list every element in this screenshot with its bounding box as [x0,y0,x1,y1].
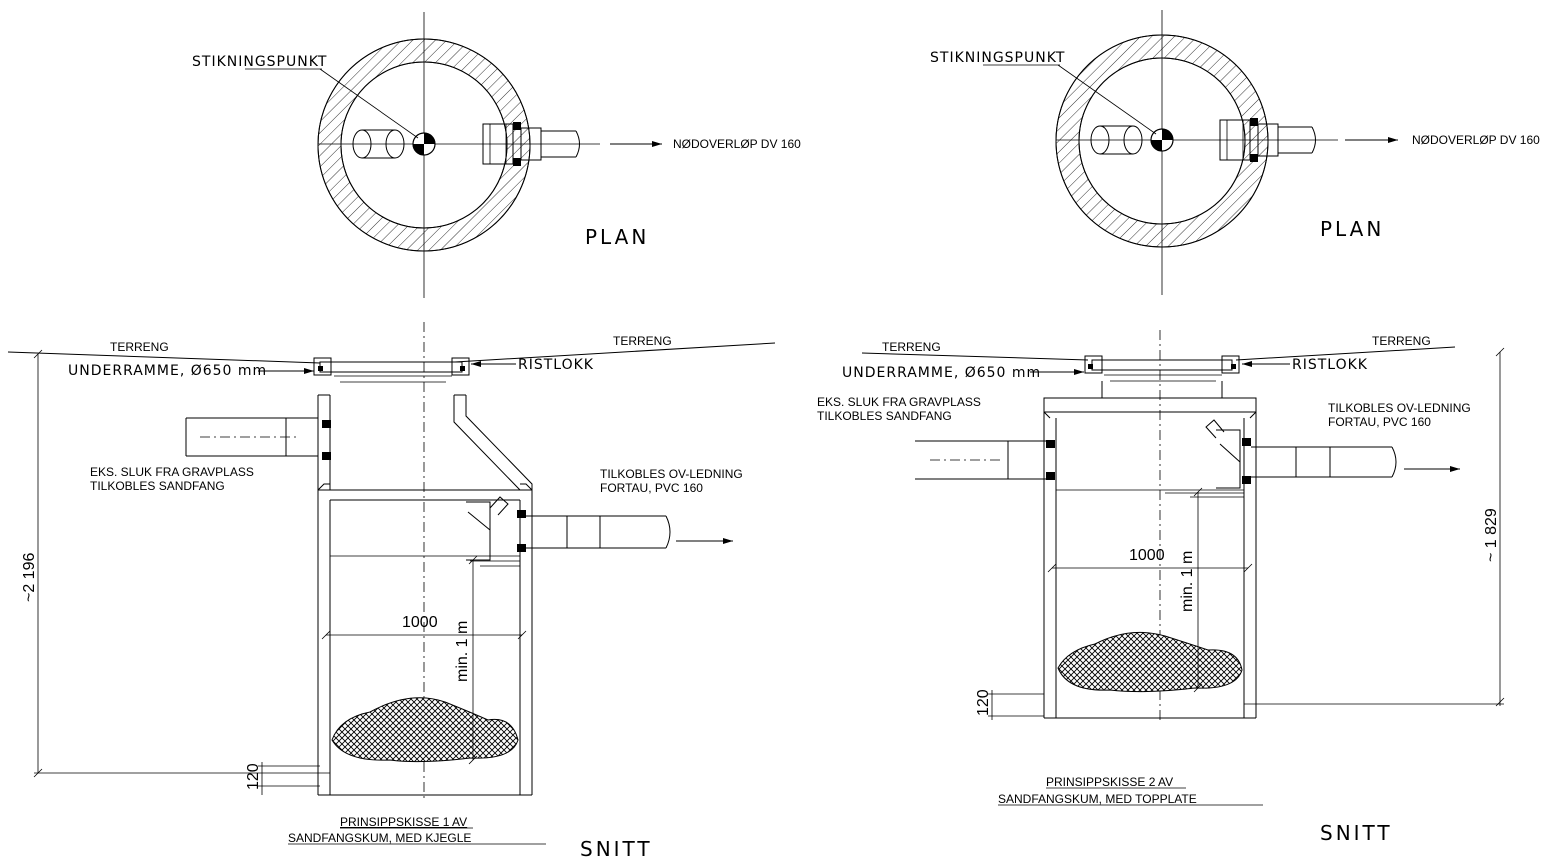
drawing-2: NØDOVERLØP DV 160 STIKNINGSPUNKT PLAN TE… [817,10,1540,845]
plan-view-label: PLAN [585,225,649,249]
section-view-label-2: SNITT [1320,821,1393,845]
dim-min-text: min. 1 m [454,621,471,682]
section2-inlet-pipe [915,440,1055,480]
survey-point-icon [1150,128,1174,152]
lower-ring-walls [317,489,533,796]
tilkobles-label-2: FORTAU, PVC 160 [600,481,703,495]
terrain-line-left [7,351,321,364]
drawing-1: NØDOVERLØP DV 160 STIKNINGSPUNKT PLAN TE… [7,12,801,859]
underramme-label-2: UNDERRAMME, Ø650 mm [842,365,1041,381]
terrain-line-right-2 [1235,346,1456,361]
ristlokk-label: RISTLOKK [518,357,594,373]
tilkobles-label-1: TILKOBLES OV-LEDNING [600,467,743,481]
plan-view-1: NØDOVERLØP DV 160 STIKNINGSPUNKT PLAN [192,12,801,298]
terrain-line-right [454,342,776,363]
dimension-min-depth: min. 1 m [454,555,478,765]
survey-point-icon [412,132,436,156]
section-view-label: SNITT [580,837,653,859]
dimension-width: 1000 [321,614,527,640]
plan-view-label-2: PLAN [1320,217,1384,241]
dim-height-text-2: ~ 1 829 [1483,508,1500,562]
drawing-title-2-line1: PRINSIPPSKISSE 2 AV [1046,775,1173,789]
dimension-width-2: 1000 [1047,547,1253,573]
ristlokk-label-2: RISTLOKK [1292,357,1368,373]
grate-cover-2 [1084,355,1240,398]
cone-right-wall [453,394,533,491]
dim-width-text-2: 1000 [1129,547,1165,564]
section-view-1: TERRENG TERRENG UNDERRAMME, Ø650 mm RIST… [7,322,776,859]
overflow-label-2: NØDOVERLØP DV 160 [1412,133,1540,147]
section-view-2: TERRENG TERRENG UNDERRAMME, Ø650 mm RIST… [817,330,1505,845]
drawing-title-2-line2: SANDFANGSKUM, MED TOPPLATE [998,792,1197,806]
eks-sluk-label-2b: TILKOBLES SANDFANG [817,409,952,423]
plan-outlet-fitting [482,122,580,166]
terrain-label-left-2: TERRENG [882,340,941,354]
dim-bottom-text-2: 120 [975,689,992,716]
plan2-outlet-fitting [1219,118,1316,162]
stikningspunkt-label: STIKNINGSPUNKT [192,54,327,70]
dim-height-text: ~2 196 [21,553,38,602]
terrain-label-right: TERRENG [613,334,672,348]
eks-sluk-label-2: TILKOBLES SANDFANG [90,479,225,493]
dim-bottom-text: 120 [245,763,262,790]
tilkobles-label-2b: FORTAU, PVC 160 [1328,415,1431,429]
plan-inlet-pipe [362,129,395,159]
sediment-pile [331,697,519,763]
eks-sluk-label-1: EKS. SLUK FRA GRAVPLASS [90,465,254,479]
terrain-label-right-2: TERRENG [1372,334,1431,348]
dimension-height-2: ~ 1 829 [1244,347,1505,707]
dim-width-text: 1000 [402,614,438,631]
dimension-bottom: 120 [245,762,320,795]
drawing-title-1-line2: SANDFANGSKUM, MED KJEGLE [288,831,471,845]
underramme-label: UNDERRAMME, Ø650 mm [68,363,267,379]
stikningspunkt-leader [319,68,419,139]
outlet-elbow-hood [466,496,671,561]
dimension-height: ~2 196 [21,349,330,778]
terrain-line-left-2 [861,352,1089,361]
terrain-label-left: TERRENG [110,340,169,354]
dimension-min-depth-2: min. 1 m [1179,487,1203,693]
eks-sluk-label-2a: EKS. SLUK FRA GRAVPLASS [817,395,981,409]
stikningspunkt-label-2: STIKNINGSPUNKT [930,50,1065,66]
top-plate [1043,397,1257,419]
sediment-pile-2 [1057,631,1243,693]
section-inlet-pipe [185,417,331,460]
drawing-title-1-line1: PRINSIPPSKISSE 1 AV [340,815,467,829]
tilkobles-label-2a: TILKOBLES OV-LEDNING [1328,401,1471,415]
dimension-bottom-2: 120 [975,689,1044,720]
dim-min-text-2: min. 1 m [1179,551,1196,612]
plan-view-2: NØDOVERLØP DV 160 STIKNINGSPUNKT PLAN [930,10,1540,295]
grate-cover [313,357,470,383]
overflow-label: NØDOVERLØP DV 160 [673,137,801,151]
outlet-elbow-hood-2 [1205,419,1397,489]
shaft-left-wall [317,394,331,490]
